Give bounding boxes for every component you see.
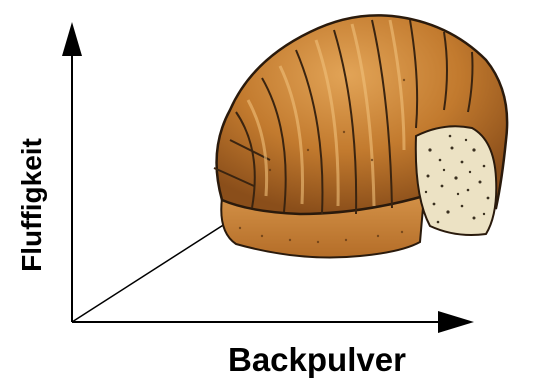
z-axis-line: [72, 222, 228, 322]
y-axis-arrow-icon: [62, 22, 82, 56]
y-axis-label: Fluffigkeit: [15, 125, 49, 285]
x-axis-label: Backpulver: [228, 340, 406, 380]
cake-cut-face: [416, 126, 497, 235]
bundt-cake-illustration: [214, 15, 507, 257]
x-axis-arrow-icon: [438, 311, 474, 333]
